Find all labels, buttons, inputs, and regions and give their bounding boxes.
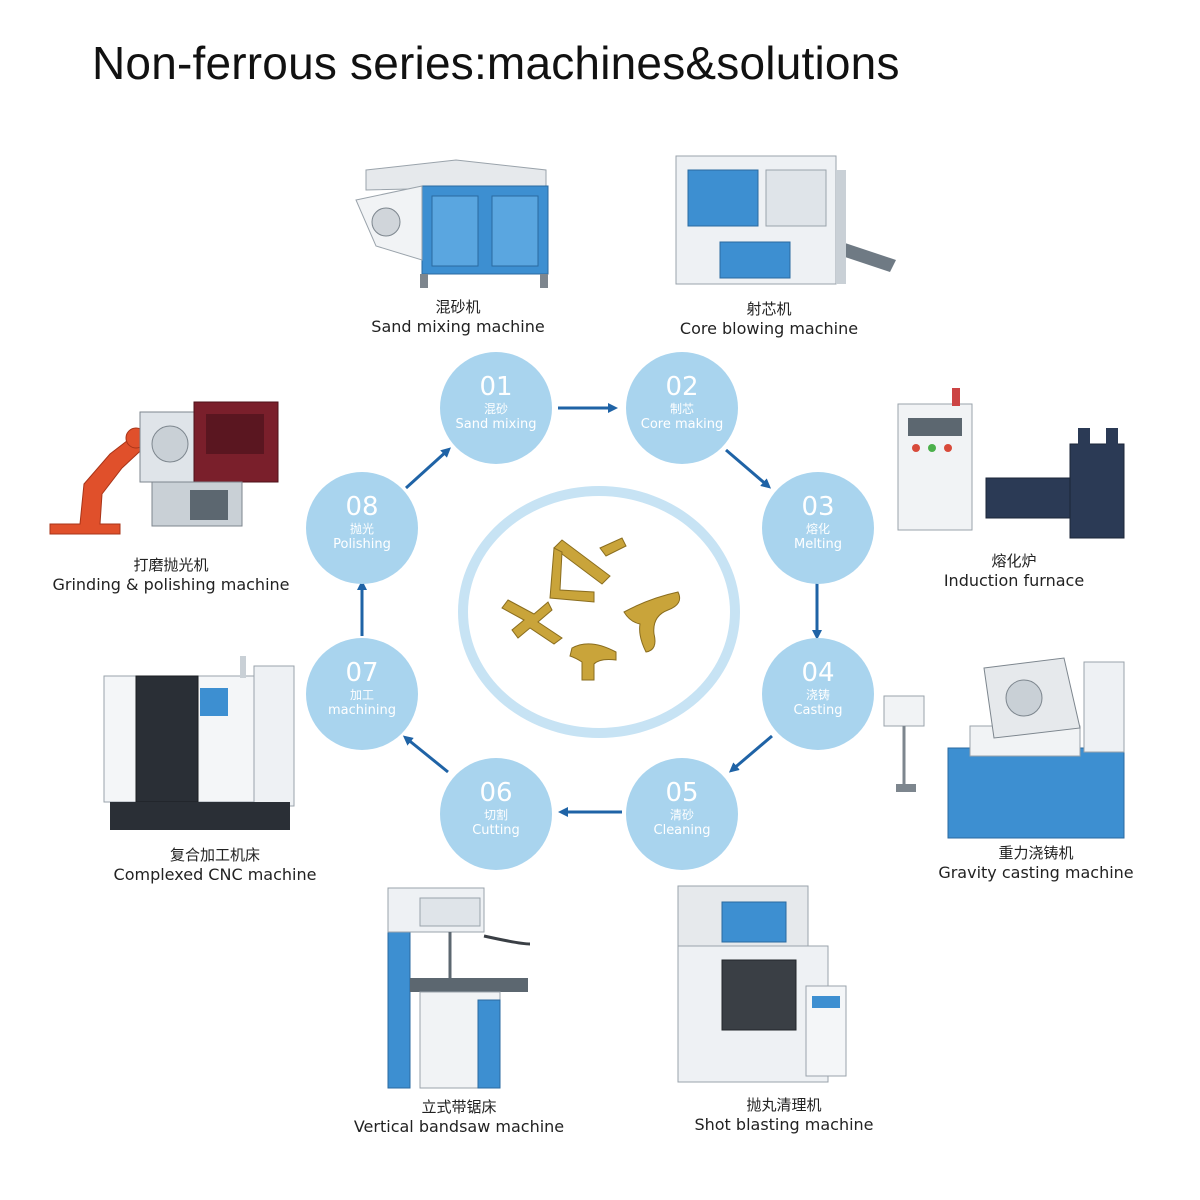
bandsaw-icon	[387, 887, 531, 1089]
step-03-melting: 03 熔化 Melting	[762, 472, 874, 584]
step-01-sand-mixing: 01 混砂 Sand mixing	[440, 352, 552, 464]
arrow-04-05	[728, 734, 773, 773]
gravity-caster-icon	[883, 657, 1125, 839]
caption-sand-mixing: 混砂机 Sand mixing machine	[371, 298, 545, 336]
cnc-icon	[103, 656, 295, 830]
center-ring	[458, 486, 740, 738]
step-05-cleaning: 05 清砂 Cleaning	[626, 758, 738, 870]
step-08-polishing: 08 抛光 Polishing	[306, 472, 418, 584]
step-06-cutting: 06 切割 Cutting	[440, 758, 552, 870]
step-02-core-making: 02 制芯 Core making	[626, 352, 738, 464]
shot-blaster-icon	[677, 885, 847, 1083]
arrow-02-03	[725, 448, 772, 489]
caption-gravity-casting: 重力浇铸机 Gravity casting machine	[938, 844, 1134, 882]
caption-induction-furnace: 熔化炉 Induction furnace	[943, 552, 1085, 590]
brass-parts-icon	[501, 537, 681, 681]
polisher-robot-icon	[49, 401, 279, 535]
page-title: Non-ferrous series:machines&solutions	[92, 37, 900, 89]
arrow-06-07	[402, 735, 449, 774]
core-blower-icon	[675, 155, 896, 285]
caption-shot-blasting: 抛丸清理机 Shot blasting machine	[694, 1096, 874, 1134]
caption-vertical-bandsaw: 立式带锯床 Vertical bandsaw machine	[353, 1098, 565, 1136]
caption-cnc: 复合加工机床 Complexed CNC machine	[113, 846, 317, 884]
sand-mixer-icon	[355, 159, 549, 288]
arrow-08-01	[404, 447, 451, 490]
caption-core-blowing: 射芯机 Core blowing machine	[679, 300, 859, 338]
furnace-icon	[897, 388, 1125, 539]
step-07-machining: 07 加工 machining	[306, 638, 418, 750]
step-04-casting: 04 浇铸 Casting	[762, 638, 874, 750]
caption-grinding-polishing: 打磨抛光机 Grinding & polishing machine	[52, 556, 290, 594]
